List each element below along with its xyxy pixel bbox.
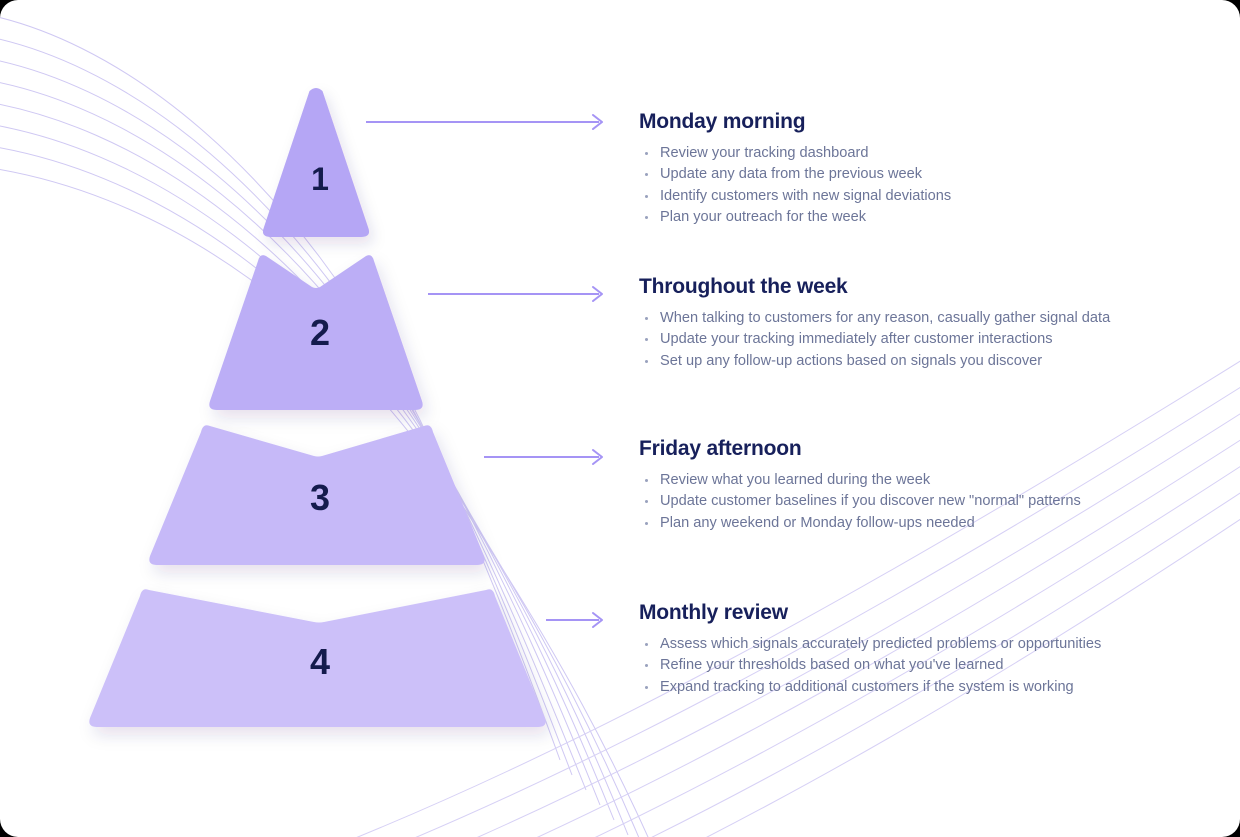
- list-item-text: Review what you learned during the week: [660, 472, 931, 489]
- list-item-text: Refine your thresholds based on what you…: [660, 657, 1004, 674]
- list-item-text: Set up any follow-up actions based on si…: [660, 352, 1043, 369]
- section-block-3: Friday afternoon Review what you learned…: [639, 437, 1219, 534]
- list-item: Identify customers with new signal devia…: [639, 186, 1219, 207]
- list-item-text: Update customer baselines if you discove…: [660, 493, 1081, 510]
- pyramid-level-3-number: 3: [309, 477, 331, 518]
- list-item-text: Assess which signals accurately predicte…: [660, 636, 1102, 653]
- list-item-text: Identify customers with new signal devia…: [660, 187, 952, 204]
- list-item: Plan any weekend or Monday follow-ups ne…: [639, 513, 1219, 534]
- pyramid-level-4-number: 4: [309, 641, 331, 682]
- pyramid-level-2: 2: [60, 253, 580, 413]
- section-block-4: Monthly review Assess which signals accu…: [639, 601, 1219, 698]
- pyramid-level-1-number: 1: [311, 161, 329, 197]
- list-item-text: Plan your outreach for the week: [660, 209, 867, 226]
- list-item-text: Review your tracking dashboard: [660, 145, 869, 162]
- list-item: Review your tracking dashboard: [639, 143, 1219, 164]
- pyramid-level-4: 4: [60, 587, 580, 735]
- list-item: Refine your thresholds based on what you…: [639, 655, 1219, 676]
- section-title: Monday morning: [639, 110, 806, 133]
- section-bullet-list: Review your tracking dashboard Update an…: [639, 143, 1219, 228]
- connector-arrow-1: [366, 113, 606, 131]
- list-item: When talking to customers for any reason…: [639, 308, 1219, 329]
- list-item-text: Update any data from the previous week: [660, 166, 923, 183]
- pyramid-level-1: 1: [60, 85, 580, 240]
- bullet-dot-icon: [645, 152, 648, 156]
- section-bullet-list: When talking to customers for any reason…: [639, 308, 1219, 372]
- bullet-dot-icon: [645, 479, 648, 483]
- list-item: Set up any follow-up actions based on si…: [639, 351, 1219, 372]
- bullet-dot-icon: [645, 643, 648, 647]
- pyramid-level-3: 3: [60, 423, 580, 571]
- bullet-dot-icon: [645, 194, 648, 198]
- bullet-dot-icon: [645, 173, 648, 177]
- list-item: Assess which signals accurately predicte…: [639, 634, 1219, 655]
- pyramid-level-2-number: 2: [309, 312, 331, 353]
- list-item: Review what you learned during the week: [639, 470, 1219, 491]
- list-item: Update customer baselines if you discove…: [639, 491, 1219, 512]
- bullet-dot-icon: [645, 359, 648, 363]
- list-item-text: Expand tracking to additional customers …: [660, 678, 1074, 695]
- bullet-dot-icon: [645, 685, 648, 689]
- connector-arrow-2: [428, 285, 606, 303]
- section-title: Friday afternoon: [639, 437, 802, 460]
- section-block-2: Throughout the week When talking to cust…: [639, 275, 1219, 372]
- list-item-text: Plan any weekend or Monday follow-ups ne…: [660, 514, 975, 531]
- list-item-text: Update your tracking immediately after c…: [660, 331, 1053, 348]
- section-bullet-list: Assess which signals accurately predicte…: [639, 634, 1219, 698]
- bullet-dot-icon: [645, 664, 648, 668]
- bullet-dot-icon: [645, 338, 648, 342]
- pyramid-chart: 1 2: [60, 85, 580, 745]
- list-item: Expand tracking to additional customers …: [639, 677, 1219, 698]
- list-item-text: When talking to customers for any reason…: [660, 310, 1111, 327]
- section-block-1: Monday morning Review your tracking dash…: [639, 110, 1219, 228]
- connector-arrow-3: [484, 448, 606, 466]
- section-bullet-list: Review what you learned during the week …: [639, 470, 1219, 534]
- bullet-dot-icon: [645, 216, 648, 220]
- bullet-dot-icon: [645, 317, 648, 321]
- list-item: Update any data from the previous week: [639, 164, 1219, 185]
- bullet-dot-icon: [645, 500, 648, 504]
- connector-arrow-4: [546, 611, 606, 629]
- section-title: Throughout the week: [639, 275, 848, 298]
- list-item: Update your tracking immediately after c…: [639, 329, 1219, 350]
- list-item: Plan your outreach for the week: [639, 207, 1219, 228]
- section-title: Monthly review: [639, 601, 788, 624]
- bullet-dot-icon: [645, 521, 648, 525]
